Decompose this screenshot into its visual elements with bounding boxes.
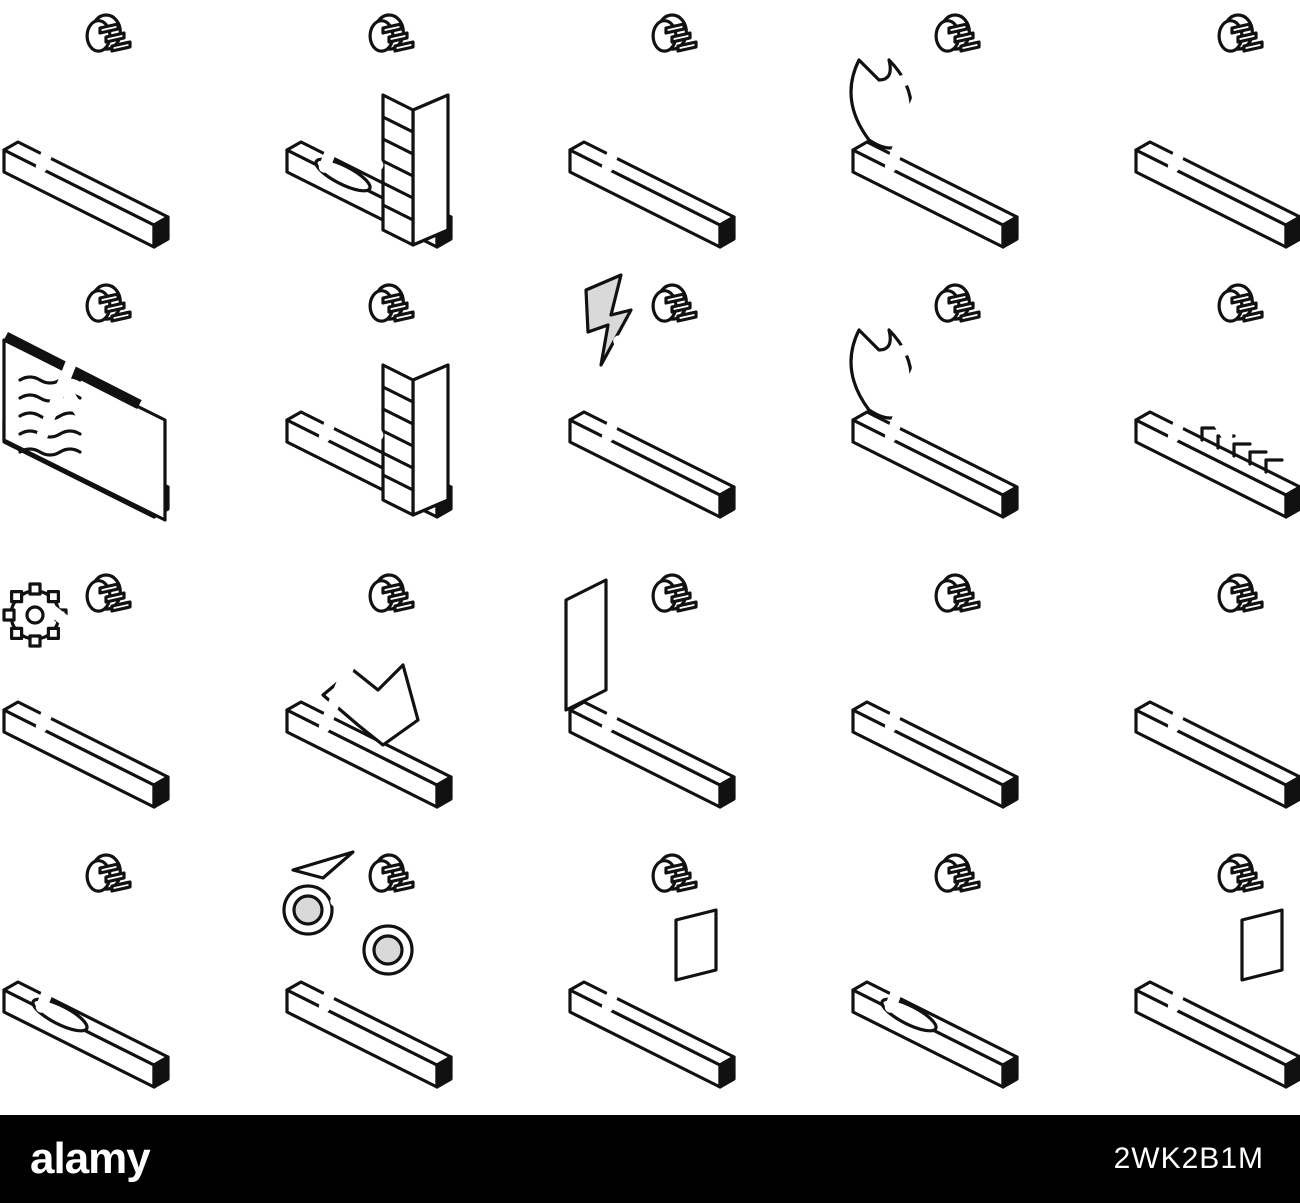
alamy-logo[interactable]: alamy <box>30 1134 151 1183</box>
image-id-label: 2WK2B1M <box>1113 1142 1264 1175</box>
fire-burn-icon <box>849 283 1019 519</box>
electric-shock-icon <box>568 273 736 519</box>
machinery-gear-icon <box>2 573 170 809</box>
floor-collapse-icon <box>285 573 453 809</box>
explosion-icon <box>849 13 1019 249</box>
stairs-fall-icon <box>1134 283 1300 519</box>
slip-fall-icon <box>2 13 170 249</box>
wind-blown-icon <box>1134 573 1300 809</box>
wet-floor-slip-icon <box>2 853 170 1089</box>
falling-object-icon <box>285 13 453 249</box>
crash-impact-icon <box>564 573 736 809</box>
icon-grid <box>2 13 1300 1089</box>
drowning-icon <box>2 283 170 522</box>
puddle-slip-icon <box>851 853 1019 1089</box>
footer-bar: alamy 2WK2B1M <box>0 1115 1300 1203</box>
bicycle-accident-icon <box>282 850 453 1089</box>
dog-bite-icon <box>568 13 736 249</box>
back-pain-icon <box>568 853 736 1089</box>
building-collapse-icon <box>285 283 453 519</box>
falling-debris-icon <box>1134 13 1300 249</box>
walking-injury-icon <box>851 573 1019 809</box>
box-lifting-icon <box>1134 853 1300 1089</box>
